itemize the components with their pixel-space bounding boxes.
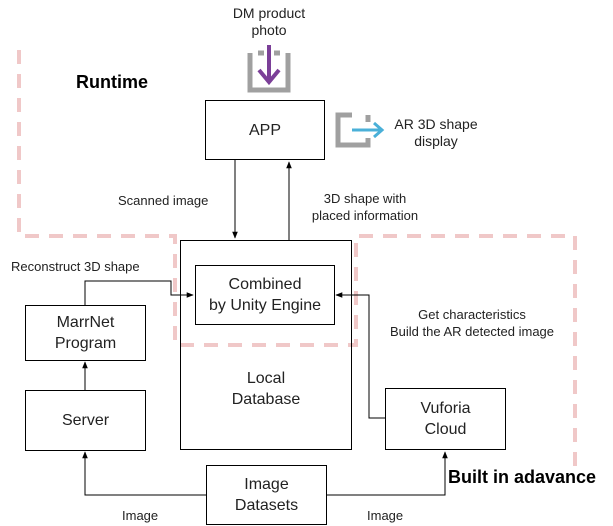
edge-label-scanned-image: Scanned image: [118, 193, 209, 208]
input-label-line: DM product: [232, 5, 306, 21]
built-in-advance-region-label: Built in adavance: [448, 467, 597, 487]
input-label: DM product photo: [219, 5, 319, 39]
edge-label-image-left: Image: [122, 508, 159, 523]
edge-label-characteristics: Get characteristics Build the AR detecte…: [372, 306, 572, 340]
vuforia-label-line: Cloud: [424, 421, 467, 438]
app-node-label: APP: [248, 121, 281, 139]
edge-vuforia-combined: [335, 292, 385, 419]
runtime-region-label: Runtime: [76, 72, 148, 92]
edge-label-image-right: Image: [367, 508, 404, 523]
download-into-tray-icon: [247, 45, 291, 93]
image-datasets-node: Image Datasets: [206, 465, 327, 525]
output-label-line: display: [414, 133, 458, 149]
vuforia-cloud-node: Vuforia Cloud: [385, 388, 506, 450]
edge-label-line: placed information: [311, 208, 419, 223]
datasets-label-line: Image: [244, 476, 289, 493]
marrnet-node: MarrNet Program: [25, 305, 146, 361]
edge-datasets-vuforia: [327, 451, 448, 496]
export-arrow-icon: [335, 112, 385, 148]
combined-label-line: Combined: [228, 276, 302, 293]
input-label-line: photo: [251, 22, 287, 38]
edge-datasets-server: [82, 451, 206, 496]
output-label-line: AR 3D shape: [394, 116, 478, 132]
local-database-label-line: Local: [246, 370, 286, 387]
vuforia-label-line: Vuforia: [420, 400, 471, 417]
app-node: APP: [205, 100, 325, 160]
edge-label-line: Build the AR detected image: [389, 324, 555, 339]
edge-label-line: 3D shape with: [323, 191, 407, 206]
combined-unity-node: Combined by Unity Engine: [195, 265, 335, 325]
edge-reconstruct: [84, 280, 194, 305]
edge-label-reconstruct: Reconstruct 3D shape: [11, 259, 140, 274]
output-label: AR 3D shape display: [386, 116, 486, 150]
datasets-label-line: Datasets: [234, 497, 299, 514]
server-node: Server: [25, 390, 146, 451]
combined-label-line: by Unity Engine: [208, 297, 322, 314]
local-database-node: Local Database: [180, 240, 352, 450]
edge-label-3d-shape: 3D shape with placed information: [302, 190, 428, 224]
local-database-label-line: Database: [231, 391, 301, 408]
marrnet-label-line: Program: [54, 335, 117, 352]
edge-label-line: Get characteristics: [418, 307, 526, 322]
runtime-region-boundary: [17, 50, 577, 470]
server-node-label: Server: [61, 412, 110, 429]
marrnet-label-line: MarrNet: [56, 314, 115, 331]
